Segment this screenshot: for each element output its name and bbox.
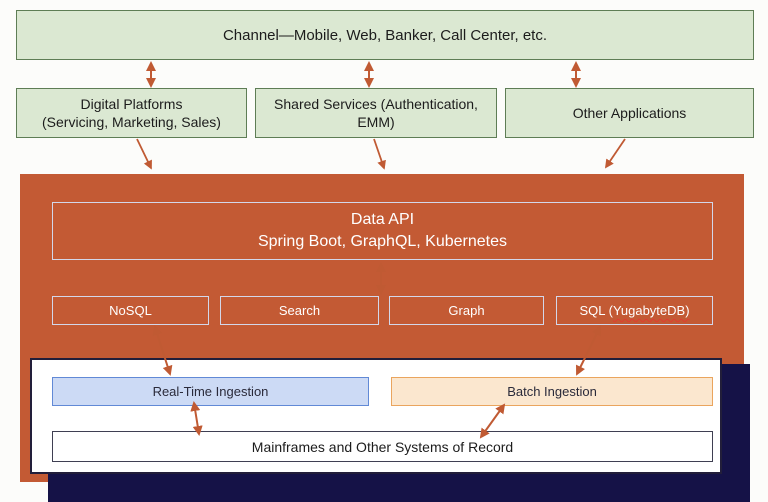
nosql-box: NoSQL bbox=[52, 296, 209, 325]
other-applications-box: Other Applications bbox=[505, 88, 754, 138]
shared-services-box: Shared Services (Authentication, EMM) bbox=[255, 88, 497, 138]
graph-box: Graph bbox=[389, 296, 544, 325]
data-api-label-line1: Data API bbox=[350, 210, 415, 228]
search-label: Search bbox=[278, 303, 321, 318]
data-api-label-line2: Spring Boot, GraphQL, Kubernetes bbox=[257, 233, 508, 250]
digital-platforms-label-line2: (Servicing, Marketing, Sales) bbox=[42, 114, 221, 130]
shared-services-label-line1: Shared Services (Authentication, bbox=[274, 95, 478, 112]
realtime-ingestion-box: Real-Time Ingestion bbox=[52, 377, 369, 406]
sql-label-yugabytedb: YugabyteDB) bbox=[612, 303, 690, 318]
channel-label: Channel—Mobile, Web, Banker, Call Center… bbox=[222, 26, 548, 44]
batch-ingestion-box: Batch Ingestion bbox=[391, 377, 713, 406]
sql-label-prefix: SQL ( bbox=[579, 303, 613, 318]
data-api-box: Data API Spring Boot, GraphQL, Kubernete… bbox=[52, 202, 713, 260]
realtime-ingestion-label: Real-Time Ingestion bbox=[152, 384, 269, 399]
arrow-shared-platform bbox=[373, 138, 386, 170]
search-box: Search bbox=[220, 296, 379, 325]
channel-box: Channel—Mobile, Web, Banker, Call Center… bbox=[16, 10, 754, 60]
other-applications-label: Other Applications bbox=[572, 105, 687, 121]
digital-platforms-box: Digital Platforms (Servicing, Marketing,… bbox=[16, 88, 247, 138]
mainframes-label: Mainframes and Other Systems of Record bbox=[251, 438, 514, 455]
sql-label: SQL (YugabyteDB) bbox=[579, 303, 689, 318]
batch-ingestion-label: Batch Ingestion bbox=[507, 384, 597, 399]
digital-platforms-label-line1: Digital Platforms bbox=[80, 95, 183, 112]
arrow-digital-platform bbox=[136, 138, 152, 170]
sql-yugabytedb-box: SQL (YugabyteDB) bbox=[556, 296, 713, 325]
arrow-other-platform bbox=[604, 138, 626, 169]
mainframes-box: Mainframes and Other Systems of Record bbox=[52, 431, 713, 462]
graph-label: Graph bbox=[448, 303, 485, 318]
shared-services-label-line2: EMM) bbox=[357, 114, 395, 130]
nosql-label: NoSQL bbox=[109, 303, 152, 318]
